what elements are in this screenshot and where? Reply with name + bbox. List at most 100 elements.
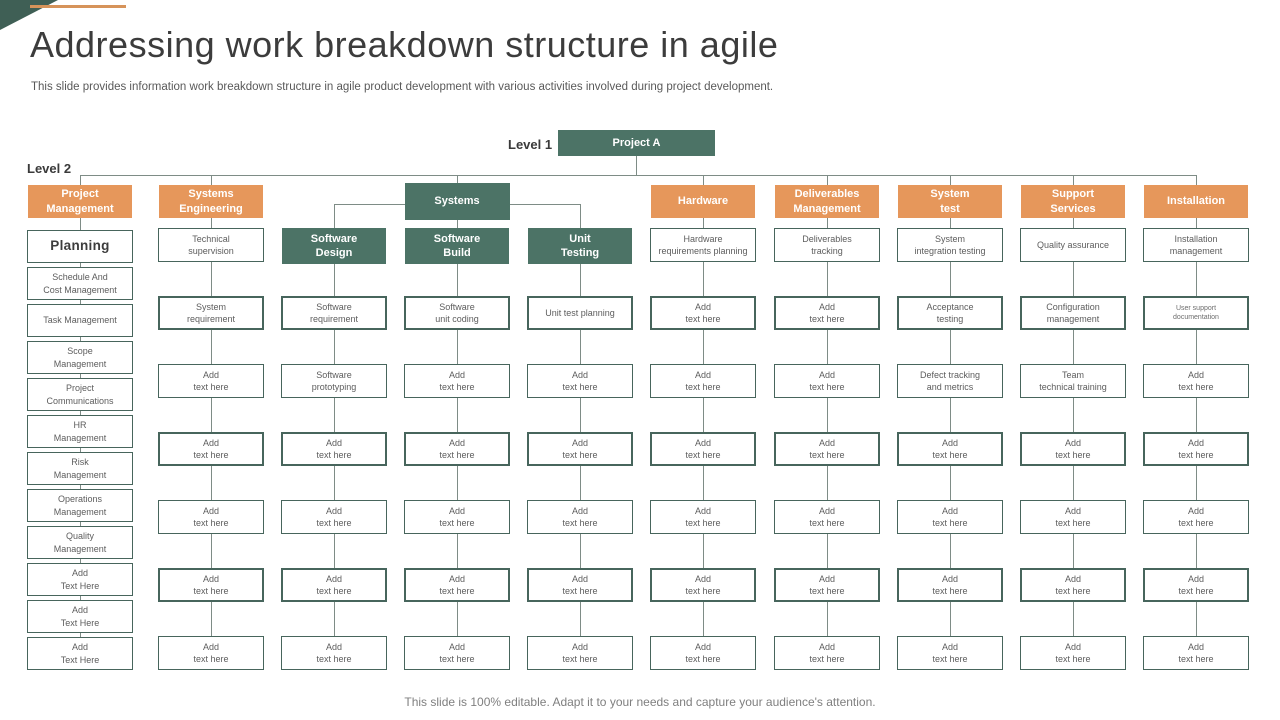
node-project-a[interactable]: Project A xyxy=(558,130,715,156)
connector-line xyxy=(636,156,637,175)
connector-line xyxy=(80,175,81,185)
connector-line xyxy=(703,175,704,185)
wbs-cell-task-management[interactable]: Task Management xyxy=(27,304,133,337)
wbs-cell-installation-management[interactable]: Installation management xyxy=(1143,228,1249,262)
wbs-cell-add-text-here[interactable]: Add text here xyxy=(650,432,756,466)
connector-line xyxy=(580,204,581,228)
wbs-cell-add-text-here[interactable]: Add text here xyxy=(774,568,880,602)
wbs-cell-hr-management[interactable]: HR Management xyxy=(27,415,133,448)
level2-systems[interactable]: Systems xyxy=(404,183,510,220)
wbs-cell-add-text-here[interactable]: Add text here xyxy=(527,568,633,602)
wbs-cell-add-text-here[interactable]: Add text here xyxy=(774,364,880,398)
wbs-cell-acceptance-testing[interactable]: Acceptance testing xyxy=(897,296,1003,330)
wbs-cell-system-integration-testing[interactable]: System integration testing xyxy=(897,228,1003,262)
level2-hardware[interactable]: Hardware xyxy=(651,185,755,218)
connector-line xyxy=(950,218,951,637)
wbs-cell-add-text-here[interactable]: Add Text Here xyxy=(27,563,133,596)
wbs-cell-add-text-here[interactable]: Add text here xyxy=(158,432,264,466)
connector-line xyxy=(827,218,828,637)
wbs-cell-user-support-documentation[interactable]: User support documentation xyxy=(1143,296,1249,330)
wbs-cell-quality-management[interactable]: Quality Management xyxy=(27,526,133,559)
wbs-cell-add-text-here[interactable]: Add text here xyxy=(1143,500,1249,534)
wbs-cell-unit-testing[interactable]: Unit Testing xyxy=(528,228,632,264)
connector-line xyxy=(1196,218,1197,637)
level2-project-management[interactable]: Project Management xyxy=(28,185,132,218)
wbs-cell-add-text-here[interactable]: Add text here xyxy=(774,432,880,466)
connector-line xyxy=(509,204,580,205)
wbs-cell-add-text-here[interactable]: Add text here xyxy=(281,568,387,602)
wbs-cell-add-text-here[interactable]: Add text here xyxy=(897,500,1003,534)
wbs-cell-operations-management[interactable]: Operations Management xyxy=(27,489,133,522)
wbs-cell-unit-test-planning[interactable]: Unit test planning xyxy=(527,296,633,330)
wbs-cell-add-text-here[interactable]: Add Text Here xyxy=(27,600,133,633)
wbs-cell-hardware-requirements-planning[interactable]: Hardware requirements planning xyxy=(650,228,756,262)
wbs-cell-add-text-here[interactable]: Add text here xyxy=(281,432,387,466)
wbs-cell-software-prototyping[interactable]: Software prototyping xyxy=(281,364,387,398)
wbs-cell-add-text-here[interactable]: Add text here xyxy=(404,636,510,670)
wbs-cell-add-text-here[interactable]: Add text here xyxy=(1143,636,1249,670)
wbs-cell-add-text-here[interactable]: Add text here xyxy=(404,500,510,534)
connector-line xyxy=(1073,175,1074,185)
wbs-cell-add-text-here[interactable]: Add text here xyxy=(158,568,264,602)
level2-deliverables-management[interactable]: Deliverables Management xyxy=(775,185,879,218)
wbs-cell-software-unit-coding[interactable]: Software unit coding xyxy=(404,296,510,330)
wbs-cell-add-text-here[interactable]: Add text here xyxy=(1020,500,1126,534)
wbs-cell-planning[interactable]: Planning xyxy=(27,230,133,263)
connector-line xyxy=(80,175,1196,176)
wbs-cell-add-text-here[interactable]: Add text here xyxy=(650,364,756,398)
level2-installation[interactable]: Installation xyxy=(1144,185,1248,218)
wbs-cell-project-communications[interactable]: Project Communications xyxy=(27,378,133,411)
wbs-cell-add-text-here[interactable]: Add text here xyxy=(158,364,264,398)
wbs-cell-add-text-here[interactable]: Add text here xyxy=(774,636,880,670)
wbs-cell-scope-management[interactable]: Scope Management xyxy=(27,341,133,374)
wbs-cell-add-text-here[interactable]: Add text here xyxy=(897,432,1003,466)
wbs-cell-add-text-here[interactable]: Add text here xyxy=(650,568,756,602)
wbs-cell-add-text-here[interactable]: Add text here xyxy=(527,636,633,670)
wbs-cell-configuration-management[interactable]: Configuration management xyxy=(1020,296,1126,330)
connector-line xyxy=(334,204,335,228)
wbs-cell-add-text-here[interactable]: Add text here xyxy=(650,636,756,670)
slide-subtitle: This slide provides information work bre… xyxy=(31,81,774,93)
level2-systems-engineering[interactable]: Systems Engineering xyxy=(159,185,263,218)
wbs-cell-add-text-here[interactable]: Add text here xyxy=(774,500,880,534)
wbs-cell-technical-supervision[interactable]: Technical supervision xyxy=(158,228,264,262)
wbs-cell-add-text-here[interactable]: Add text here xyxy=(281,636,387,670)
wbs-cell-add-text-here[interactable]: Add text here xyxy=(281,500,387,534)
wbs-cell-add-text-here[interactable]: Add Text Here xyxy=(27,637,133,670)
wbs-cell-add-text-here[interactable]: Add text here xyxy=(158,636,264,670)
wbs-cell-add-text-here[interactable]: Add text here xyxy=(527,432,633,466)
wbs-cell-add-text-here[interactable]: Add text here xyxy=(650,500,756,534)
wbs-cell-add-text-here[interactable]: Add text here xyxy=(527,364,633,398)
wbs-cell-quality-assurance[interactable]: Quality assurance xyxy=(1020,228,1126,262)
level2-system-test[interactable]: System test xyxy=(898,185,1002,218)
wbs-cell-add-text-here[interactable]: Add text here xyxy=(1020,636,1126,670)
wbs-cell-software-build[interactable]: Software Build xyxy=(405,228,509,264)
wbs-cell-add-text-here[interactable]: Add text here xyxy=(897,636,1003,670)
wbs-cell-add-text-here[interactable]: Add text here xyxy=(404,432,510,466)
accent-line-decoration xyxy=(30,5,126,8)
connector-line xyxy=(334,204,406,205)
wbs-cell-software-design[interactable]: Software Design xyxy=(282,228,386,264)
wbs-cell-add-text-here[interactable]: Add text here xyxy=(527,500,633,534)
wbs-cell-add-text-here[interactable]: Add text here xyxy=(404,364,510,398)
wbs-cell-add-text-here[interactable]: Add text here xyxy=(1020,432,1126,466)
wbs-cell-schedule-and-cost-management[interactable]: Schedule And Cost Management xyxy=(27,267,133,300)
wbs-cell-system-requirement[interactable]: System requirement xyxy=(158,296,264,330)
wbs-cell-add-text-here[interactable]: Add text here xyxy=(897,568,1003,602)
wbs-cell-software-requirement[interactable]: Software requirement xyxy=(281,296,387,330)
wbs-cell-add-text-here[interactable]: Add text here xyxy=(774,296,880,330)
wbs-cell-add-text-here[interactable]: Add text here xyxy=(158,500,264,534)
wbs-cell-risk-management[interactable]: Risk Management xyxy=(27,452,133,485)
wbs-cell-add-text-here[interactable]: Add text here xyxy=(1020,568,1126,602)
wbs-cell-team-technical-training[interactable]: Team technical training xyxy=(1020,364,1126,398)
wbs-cell-deliverables-tracking[interactable]: Deliverables tracking xyxy=(774,228,880,262)
wbs-cell-add-text-here[interactable]: Add text here xyxy=(1143,364,1249,398)
wbs-cell-defect-tracking-and-metrics[interactable]: Defect tracking and metrics xyxy=(897,364,1003,398)
wbs-cell-add-text-here[interactable]: Add text here xyxy=(404,568,510,602)
level2-support-services[interactable]: Support Services xyxy=(1021,185,1125,218)
wbs-cell-add-text-here[interactable]: Add text here xyxy=(1143,568,1249,602)
wbs-cell-add-text-here[interactable]: Add text here xyxy=(650,296,756,330)
wbs-cell-add-text-here[interactable]: Add text here xyxy=(1143,432,1249,466)
connector-line xyxy=(1196,175,1197,185)
connector-line xyxy=(703,218,704,637)
